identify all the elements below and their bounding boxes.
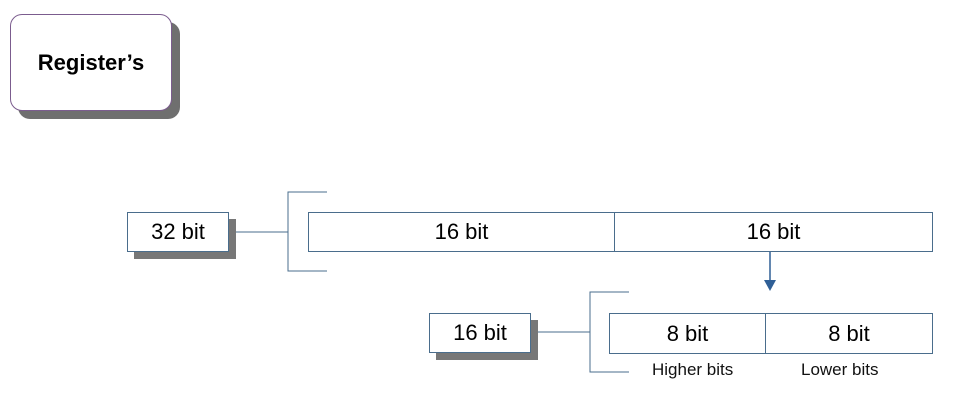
- box-32-bit-label: 32 bit: [151, 219, 205, 244]
- down-arrow-head: [764, 280, 776, 291]
- box-16-bit-label: 16 bit: [453, 320, 507, 345]
- register-8x2: 8 bit 8 bit: [609, 313, 933, 354]
- low-16-bit-label: 16 bit: [746, 219, 801, 244]
- box-32-bit: 32 bit: [127, 212, 229, 252]
- high-16-bit-label: 16 bit: [434, 219, 489, 244]
- higher-bits-caption: Higher bits: [652, 360, 734, 379]
- high-8-bit-cell: 8 bit: [610, 314, 765, 353]
- low-8-bit-label: 8 bit: [828, 320, 870, 346]
- high-16-bit-cell: 16 bit: [309, 213, 614, 251]
- high-8-bit-label: 8 bit: [666, 320, 709, 346]
- register-16x2-divider: [614, 213, 615, 251]
- title-text: Register’s: [37, 49, 145, 75]
- low-16-bit-cell: 16 bit: [615, 213, 932, 251]
- box-16-bit: 16 bit: [429, 313, 531, 353]
- register-16x2: 16 bit 16 bit: [308, 212, 933, 252]
- register-8x2-divider: [765, 314, 766, 353]
- bracket-level1: [287, 191, 327, 272]
- lower-bits-caption: Lower bits: [801, 360, 879, 379]
- title-card: Register’s: [10, 14, 172, 111]
- bracket-level2: [589, 291, 629, 373]
- low-8-bit-cell: 8 bit: [766, 314, 932, 353]
